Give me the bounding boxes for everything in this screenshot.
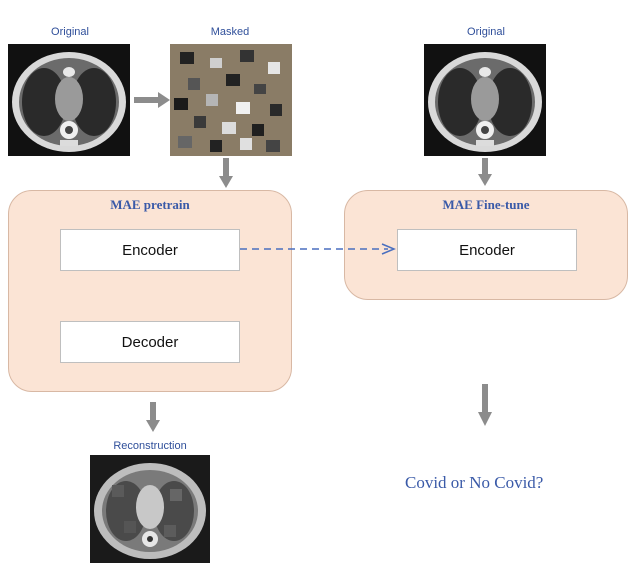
weight-transfer-dashed-arrow: [240, 242, 398, 256]
classification-question: Covid or No Covid?: [405, 473, 544, 492]
mae-pretrain-title: MAE pretrain: [110, 197, 190, 212]
masked-ct-scan-icon: [170, 44, 292, 156]
reconstructed-ct-scan-icon: [90, 455, 210, 563]
arrow-down-to-finetune: [478, 158, 492, 186]
arrow-down-to-pretrain: [219, 158, 233, 188]
arrow-right-to-masked: [134, 92, 170, 108]
original-label-left: Original: [51, 26, 89, 38]
original-ct-scan-icon-finetune: [424, 44, 546, 156]
pretrain-encoder-box: Encoder: [60, 229, 240, 271]
pretrain-decoder-box: Decoder: [60, 321, 240, 363]
reconstruction-label: Reconstruction: [113, 440, 187, 452]
mae-finetune-title: MAE Fine-tune: [442, 197, 530, 212]
original-ct-scan-icon: [8, 44, 130, 156]
finetune-encoder-box: Encoder: [397, 229, 577, 271]
arrow-down-to-reconstruction: [146, 402, 160, 432]
arrow-down-to-question: [478, 384, 492, 426]
original-label-right: Original: [467, 26, 505, 38]
masked-label: Masked: [210, 26, 250, 38]
